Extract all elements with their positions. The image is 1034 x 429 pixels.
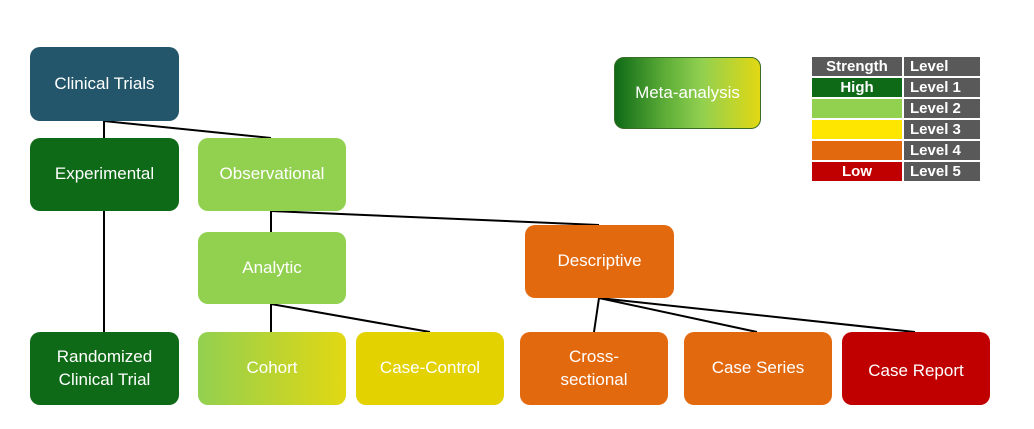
- legend-header-strength: Strength: [812, 57, 902, 76]
- legend-row: Level 2: [812, 99, 980, 118]
- legend-row: Low Level 5: [812, 162, 980, 181]
- legend-strength-cell: [812, 141, 902, 160]
- evidence-level-legend: Strength Level High Level 1 Level 2 Leve…: [810, 55, 982, 183]
- legend-header-row: Strength Level: [812, 57, 980, 76]
- node-observational: Observational: [198, 138, 346, 211]
- node-analytic: Analytic: [198, 232, 346, 304]
- legend-level-cell: Level 2: [904, 99, 980, 118]
- node-experimental: Experimental: [30, 138, 179, 211]
- node-meta-analysis: Meta-analysis: [614, 57, 761, 129]
- connector-clinical-observational: [103, 120, 272, 139]
- legend-header-level: Level: [904, 57, 980, 76]
- legend-row: Level 3: [812, 120, 980, 139]
- node-clinical-trials: Clinical Trials: [30, 47, 179, 121]
- node-case-report: Case Report: [842, 332, 990, 405]
- connector-analytic-casecontrol: [270, 303, 431, 333]
- node-cross-sectional: Cross-sectional: [520, 332, 668, 405]
- legend-strength-cell: [812, 120, 902, 139]
- legend-row: High Level 1: [812, 78, 980, 97]
- connector-descriptive-casereport: [598, 297, 916, 333]
- legend-row: Level 4: [812, 141, 980, 160]
- connector-descriptive-caseseries: [598, 297, 758, 333]
- legend-strength-cell: High: [812, 78, 902, 97]
- legend-strength-cell: [812, 99, 902, 118]
- node-case-series: Case Series: [684, 332, 832, 405]
- node-randomized-clinical-trial: Randomized Clinical Trial: [30, 332, 179, 405]
- node-cohort: Cohort: [198, 332, 346, 405]
- connector-descriptive-crosssectional: [593, 297, 600, 333]
- connector-observational-descriptive: [270, 210, 600, 226]
- node-descriptive: Descriptive: [525, 225, 674, 298]
- legend-strength-cell: Low: [812, 162, 902, 181]
- legend-level-cell: Level 3: [904, 120, 980, 139]
- legend-level-cell: Level 1: [904, 78, 980, 97]
- legend-level-cell: Level 4: [904, 141, 980, 160]
- node-case-control: Case-Control: [356, 332, 504, 405]
- legend-level-cell: Level 5: [904, 162, 980, 181]
